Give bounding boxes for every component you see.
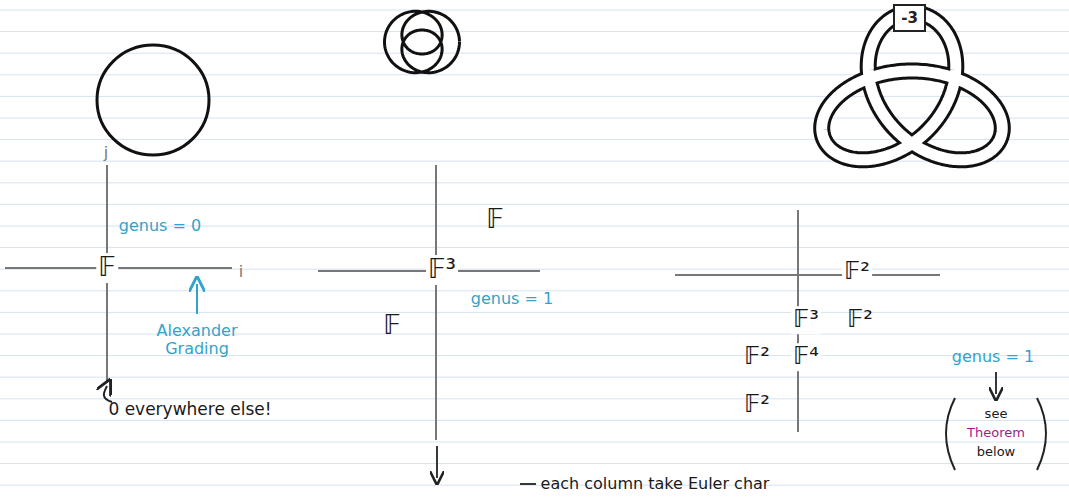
ruled-line	[0, 182, 1069, 183]
genus-note: genus = 0	[119, 217, 201, 235]
note: see	[985, 407, 1008, 422]
ruled-line	[0, 204, 1069, 205]
note: below	[977, 445, 1015, 460]
unknot	[97, 45, 209, 155]
group-entry: 𝔽⁴	[791, 343, 821, 371]
group-entry: 𝔽	[383, 311, 401, 341]
theorem-reference: Theorem	[967, 426, 1025, 441]
pointer-arrow	[995, 372, 997, 394]
note: 0 everywhere else!	[108, 400, 271, 420]
group-entry: 𝔽²	[842, 258, 872, 286]
ruled-line	[0, 247, 1069, 248]
group-entry: 𝔽²	[744, 343, 770, 371]
group-entry: 𝔽	[96, 253, 118, 283]
axis-name: j	[104, 144, 108, 162]
pointer-arrow	[196, 284, 198, 314]
ruled-line	[0, 485, 1069, 486]
genus-note: genus = 1	[471, 290, 553, 308]
group-entry: 𝔽	[486, 205, 504, 235]
group-entry: 𝔽²	[744, 391, 770, 419]
ruled-line	[0, 377, 1069, 378]
genus-note: genus = 1	[952, 348, 1034, 366]
group-entry: 𝔽³	[426, 255, 458, 285]
twist-box: -3	[893, 4, 926, 32]
ruled-line	[0, 463, 1069, 464]
figure-eight-knot	[385, 11, 460, 72]
pointer-arrow	[436, 446, 438, 478]
vertical-axis	[435, 165, 437, 440]
group-entry: 𝔽²	[847, 306, 873, 334]
axis-name: i	[239, 263, 243, 281]
dash-mark	[520, 483, 536, 485]
note: each column take Euler char	[541, 475, 770, 493]
ruled-line	[0, 96, 1069, 97]
knot-drawings	[385, 11, 1003, 160]
bracket	[1037, 398, 1046, 470]
ruled-line	[0, 420, 1069, 421]
ruled-line	[0, 312, 1069, 313]
horizontal-axis	[5, 267, 232, 269]
double-knot-band	[822, 13, 1003, 160]
group-entry: 𝔽³	[791, 306, 821, 334]
ruled-line	[0, 118, 1069, 119]
ruled-line	[0, 53, 1069, 54]
ruled-line	[0, 398, 1069, 399]
axis-note: Alexander Grading	[147, 322, 247, 359]
ruled-lines	[0, 10, 1069, 485]
ruled-line	[0, 161, 1069, 162]
horizontal-axis	[675, 274, 940, 276]
ruled-line	[0, 269, 1069, 270]
ruled-line	[0, 442, 1069, 443]
bracket	[946, 398, 955, 470]
box-label: -3	[901, 9, 918, 27]
ruled-line	[0, 355, 1069, 356]
double-knot-band	[822, 13, 1003, 160]
